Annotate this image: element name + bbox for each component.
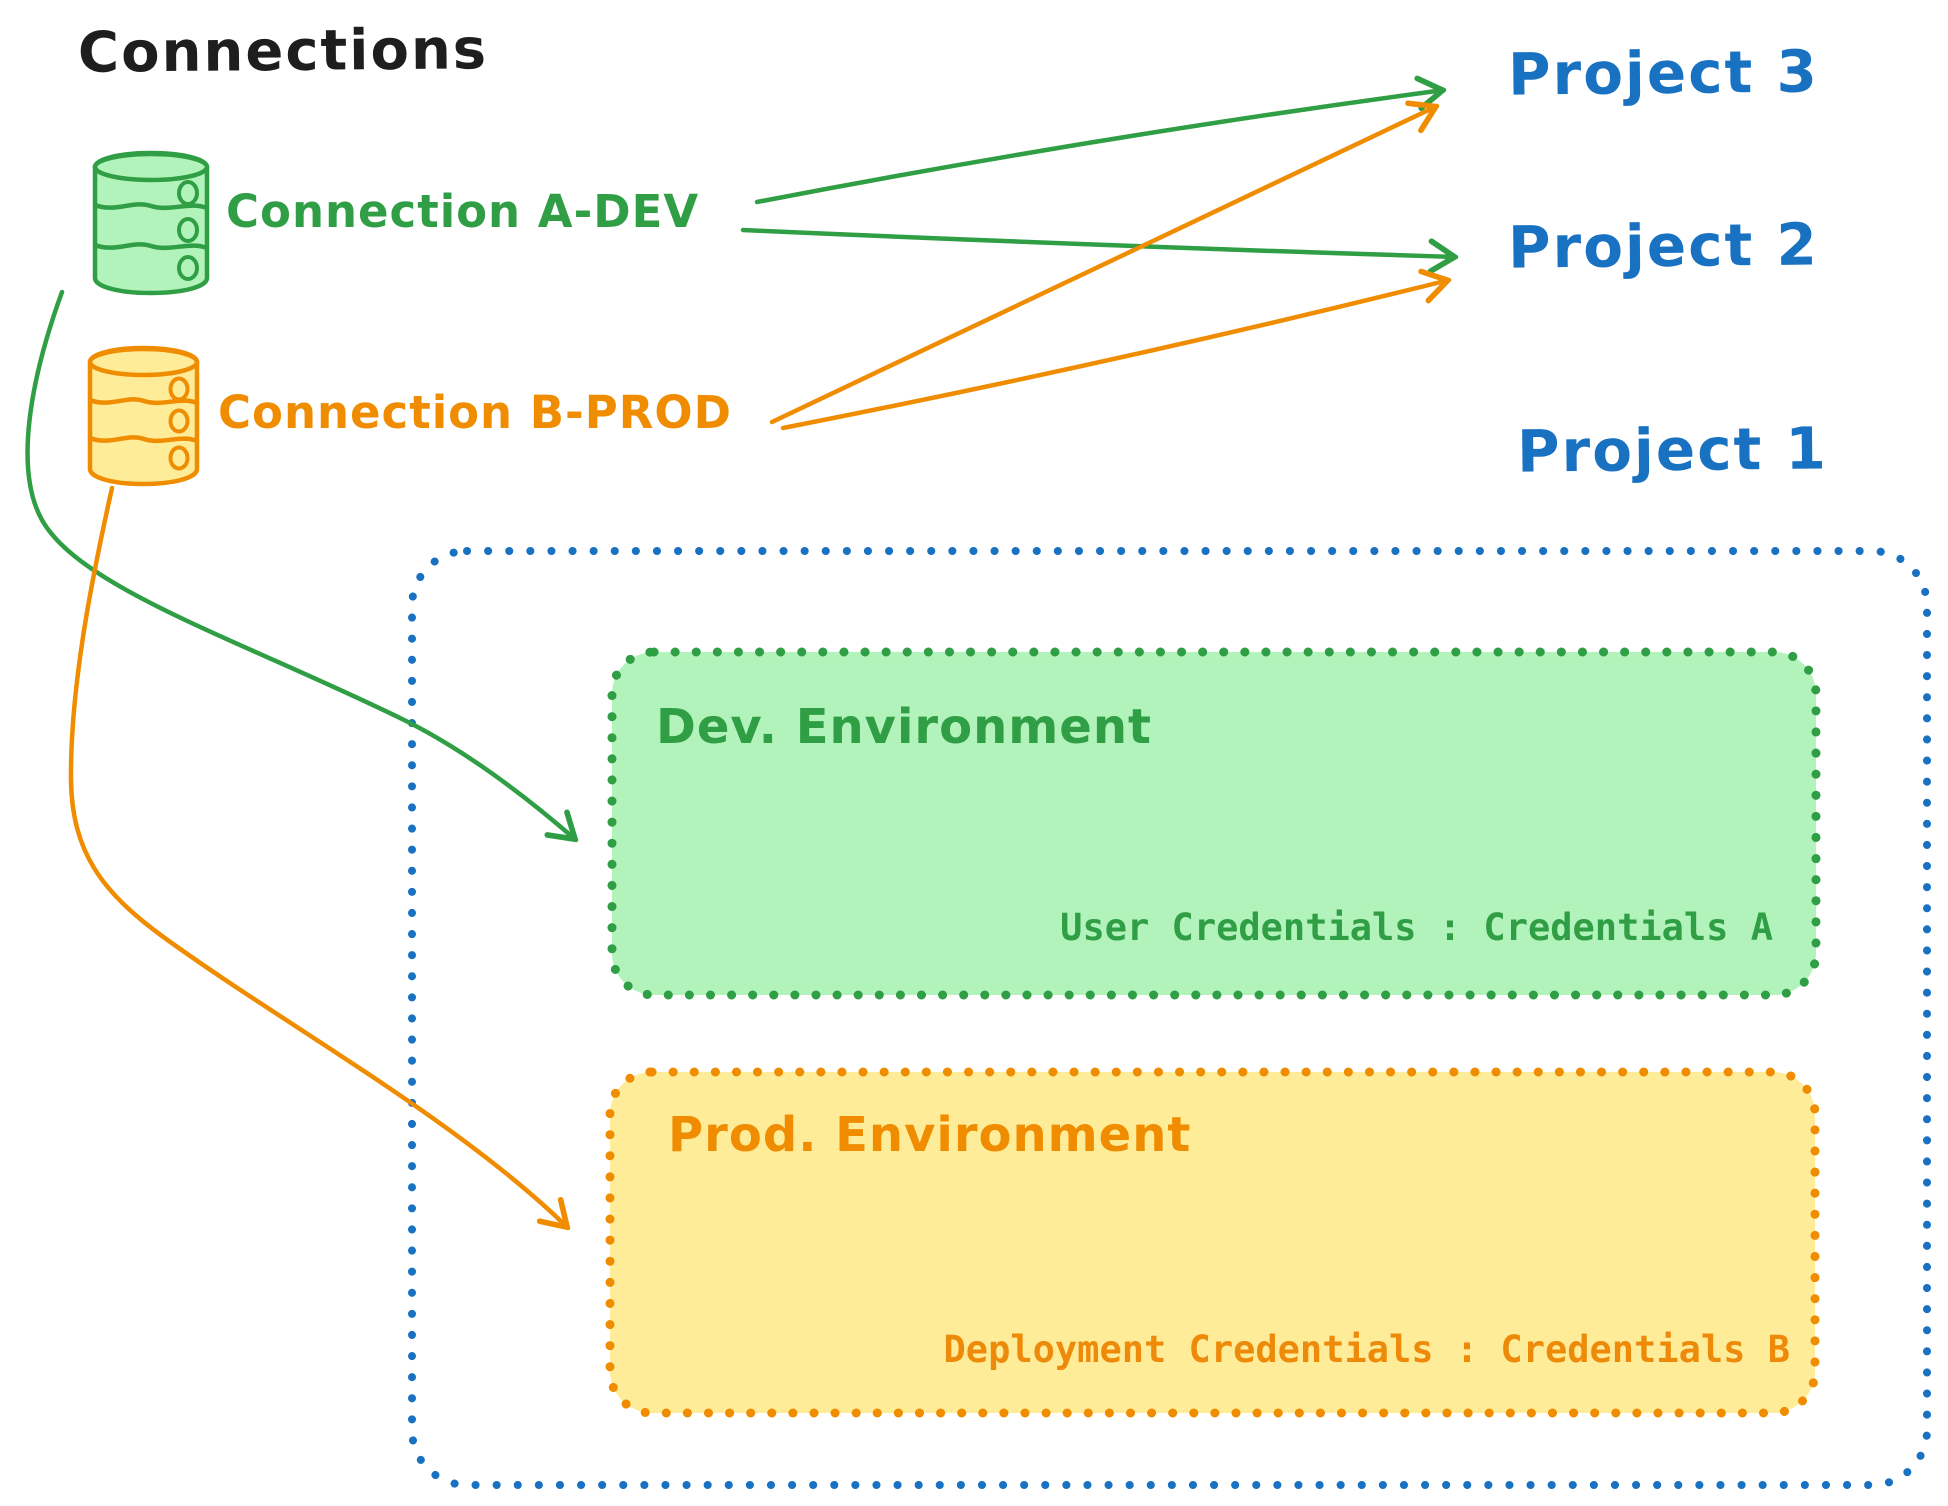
project-2-label: Project 2 [1507,210,1820,282]
dev-environment-credentials: User Credentials : Credentials A [1060,906,1773,949]
arrow-b-prod-to-project-3 [769,100,1440,425]
arrow-b-prod-to-project-2 [780,268,1452,431]
diagram-title: Connections [77,17,489,86]
arrow-b-prod-to-prod-environment [68,485,571,1231]
dev-environment-title: Dev. Environment [656,699,1152,755]
connection-a-dev-label: Connection A-DEV [226,185,700,238]
prod-environment-credentials: Deployment Credentials : Credentials B [943,1328,1790,1371]
arrow-a-dev-to-dev-environment [25,289,579,843]
dev-environment-box [607,647,1821,1000]
arrow-a-dev-to-project-3 [754,75,1447,205]
prod-environment-box [605,1067,1820,1418]
database-cylinder-icon-a-dev [92,150,210,296]
project1-container-box [408,547,1931,1489]
project-3-label: Project 3 [1507,37,1820,109]
project-1-label: Project 1 [1516,414,1829,486]
prod-environment-title: Prod. Environment [668,1107,1192,1163]
arrow-a-dev-to-project-2 [740,227,1459,275]
connection-b-prod-label: Connection B-PROD [218,386,732,439]
database-cylinder-icon-b-prod [87,345,200,487]
